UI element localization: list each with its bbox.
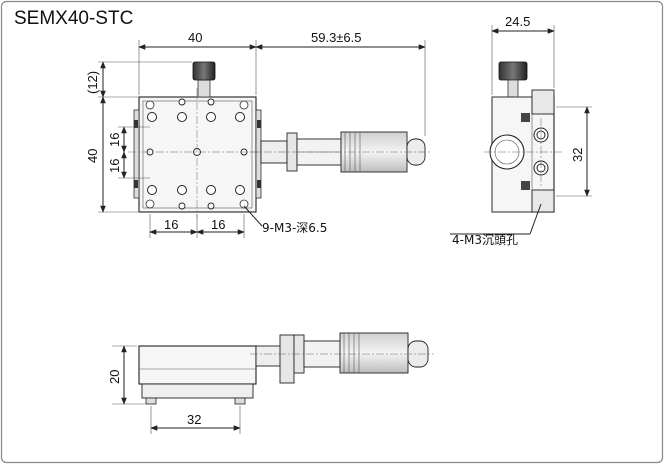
front-thimble: [339, 332, 409, 374]
front-view: 20 32: [107, 332, 434, 434]
side-width-label: 24.5: [505, 14, 530, 29]
dim-width-label: 40: [188, 30, 202, 45]
front-body: [138, 345, 257, 385]
dim-pitch-v2-label: 16: [107, 159, 122, 173]
dim-pitch-h1-label: 16: [164, 217, 178, 232]
side-view: 24.5 32 4-M3沉頭孔: [450, 14, 592, 247]
front-feet: [145, 397, 246, 405]
corner-holes: [145, 100, 249, 209]
front-spacing-label: 32: [187, 412, 201, 427]
tapped-hole-grid: [147, 112, 245, 195]
side-spacing-label: 32: [570, 148, 585, 162]
dim-pitch-h2-label: 16: [211, 217, 225, 232]
model-title: SEMX40-STC: [14, 8, 133, 29]
front-base: [141, 383, 254, 399]
front-height-label: 20: [107, 370, 122, 384]
knob-side-stem: [507, 79, 519, 98]
tapped-hole-note: 9-M3-深6.5: [262, 221, 327, 235]
dim-height-label: 40: [85, 149, 100, 163]
locking-knob: [192, 61, 216, 81]
dim-pitch-v1-label: 16: [107, 133, 122, 147]
stage-top-inner: [142, 100, 253, 209]
counterbore-note: 4-M3沉頭孔: [452, 233, 518, 247]
dim-offset-label: (12): [85, 71, 100, 94]
side-rail-bottom: [531, 189, 555, 213]
knob-side: [498, 61, 528, 81]
center-holes: [146, 98, 248, 210]
top-view: 40 59.3±6.5 (12) 40 16 16 16 16 9-M3-深6.…: [85, 30, 432, 238]
side-rail-top: [531, 89, 555, 115]
front-bracket: [279, 334, 295, 384]
dim-travel-label: 59.3±6.5: [311, 30, 362, 45]
rail-bump-left: [133, 109, 140, 199]
side-screws: [521, 113, 530, 190]
locking-knob-stem: [197, 79, 211, 98]
rail-screws-left: [134, 120, 261, 188]
